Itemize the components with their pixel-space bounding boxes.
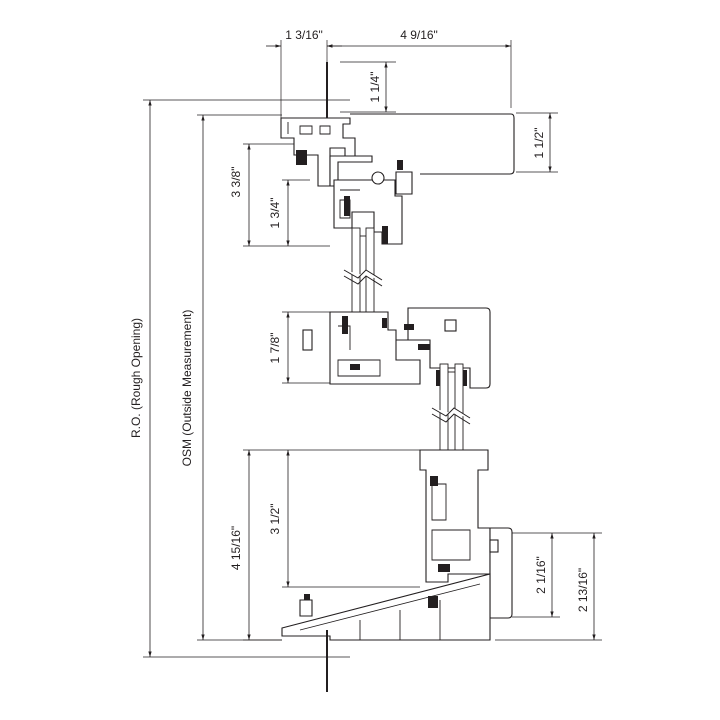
meeting-rail-profile <box>329 307 491 389</box>
dim-meeting-rail: 1 7/8" <box>268 333 282 364</box>
head-flange-dimension: 1 1/4" <box>340 61 396 113</box>
head-frame-profile <box>280 62 515 245</box>
label-rough-opening: R.O. (Rough Opening) <box>129 318 143 438</box>
head-depth-dimension: 1 1/2" <box>516 112 558 173</box>
top-dimensions: 1 3/16" 4 9/16" <box>266 28 512 118</box>
label-outside-measurement: OSM (Outside Measurement) <box>180 310 194 467</box>
dim-sill-sash: 3 1/2" <box>268 504 282 535</box>
meeting-rail-dimension: 1 7/8" <box>268 311 330 384</box>
dim-head-depth: 1 1/2" <box>532 128 546 159</box>
head-height-dimensions: 3 3/8" 1 3/4" <box>229 143 330 247</box>
dim-sill-step-large: 2 13/16" <box>576 568 590 612</box>
dim-top-right: 4 9/16" <box>400 28 438 42</box>
sill-frame-profile <box>281 449 513 692</box>
dim-head-sash: 1 3/4" <box>268 198 282 229</box>
dim-top-left: 1 3/16" <box>285 28 323 42</box>
dim-head-flange: 1 1/4" <box>368 72 382 103</box>
upper-glass <box>343 227 383 321</box>
outside-measurement-dimension: OSM (Outside Measurement) <box>180 114 282 641</box>
dim-sill-height: 4 15/16" <box>229 526 243 570</box>
sill-step-dimensions: 2 1/16" 2 13/16" <box>495 532 602 641</box>
dim-sill-step-small: 2 1/16" <box>534 556 548 594</box>
rough-opening-dimension: R.O. (Rough Opening) <box>129 99 350 658</box>
sill-height-dimensions: 4 15/16" 3 1/2" <box>229 449 420 641</box>
dim-head-height: 3 3/8" <box>229 167 243 198</box>
